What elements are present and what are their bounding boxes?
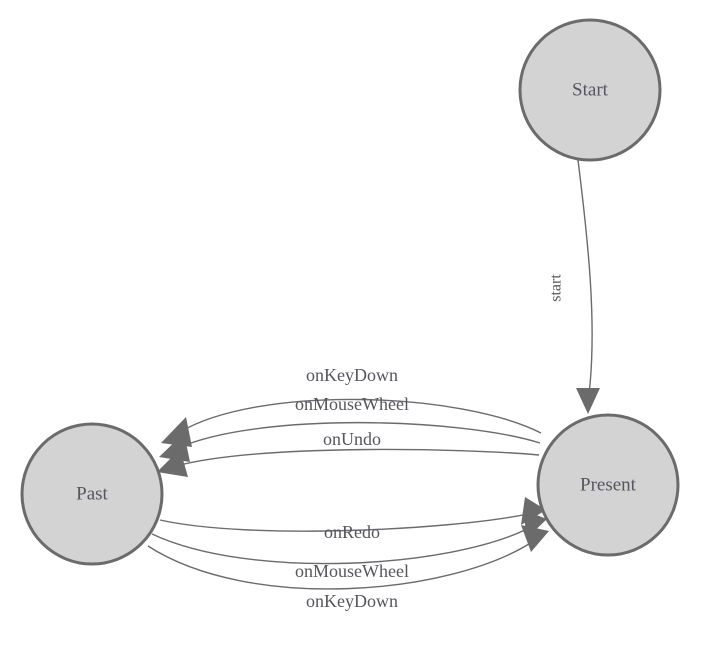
- edge-label-start: start: [548, 274, 565, 302]
- edge-path-past-to-present-onredo: [159, 513, 529, 532]
- arrowhead-past-to-present-onkeydown: [521, 525, 549, 552]
- edge-present-to-past-onmousewheel[interactable]: onMouseWheel: [159, 394, 541, 462]
- edge-path-present-to-past-onmousewheel: [177, 421, 541, 449]
- edge-past-to-present-onredo[interactable]: onRedo: [159, 497, 546, 542]
- node-present-circle: [536, 413, 680, 557]
- edge-present-to-past-onundo[interactable]: onUndo: [157, 429, 540, 477]
- node-start-label: Start: [572, 79, 609, 100]
- edge-path-start-to-present: [577, 159, 593, 403]
- edge-label-onmousewheel-bottom: onMouseWheel: [295, 561, 409, 581]
- node-present[interactable]: Present: [536, 413, 680, 557]
- node-present-label: Present: [580, 474, 637, 495]
- edge-past-to-present-onkeydown[interactable]: onKeyDown: [147, 525, 549, 611]
- edge-path-present-to-past-onundo: [175, 448, 540, 467]
- node-past[interactable]: Past: [20, 422, 164, 566]
- nodes-group: Start Past Present: [20, 18, 680, 566]
- arrowhead-present-to-past-onmousewheel: [159, 433, 190, 462]
- edge-label-onredo: onRedo: [324, 522, 380, 542]
- edge-label-onmousewheel-top: onMouseWheel: [295, 394, 409, 414]
- node-past-label: Past: [76, 483, 108, 504]
- node-start-circle: [518, 18, 662, 162]
- arrowhead-present-to-past-onundo: [157, 449, 188, 477]
- edge-path-past-to-present-onkeydown: [147, 541, 533, 590]
- edge-path-past-to-present-onmousewheel: [151, 527, 530, 565]
- node-past-circle: [20, 422, 164, 566]
- edge-path-present-to-past-onkeydown: [179, 398, 542, 434]
- edges-group: start onKeyDown onMouseWheel onUndo: [147, 159, 600, 611]
- edge-start-to-present[interactable]: start: [548, 159, 600, 414]
- node-start[interactable]: Start: [518, 18, 662, 162]
- arrowhead-start-to-present: [576, 388, 600, 414]
- edge-label-onundo: onUndo: [323, 429, 381, 449]
- edge-label-onkeydown-top: onKeyDown: [306, 365, 398, 385]
- edge-label-onkeydown-bottom: onKeyDown: [306, 591, 398, 611]
